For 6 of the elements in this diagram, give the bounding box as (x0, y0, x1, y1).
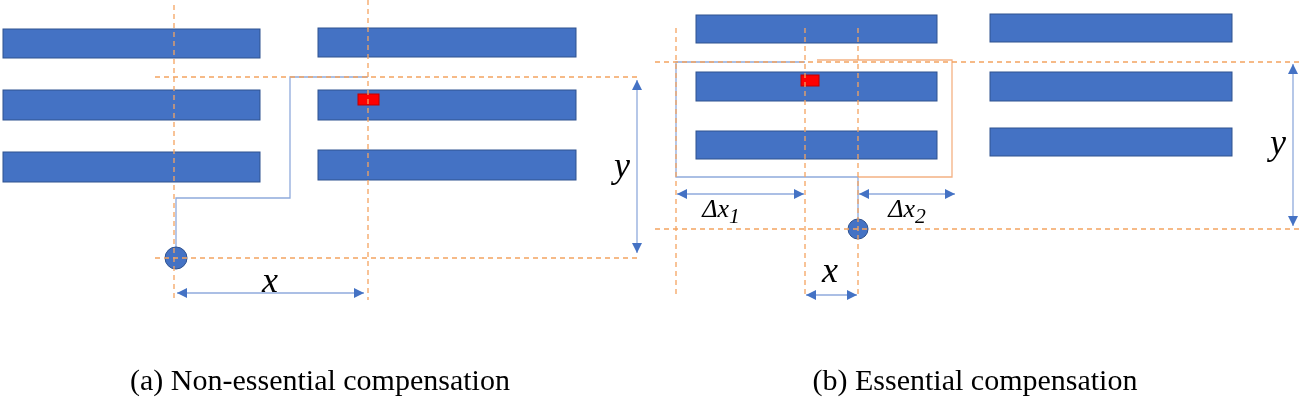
dimension-label: Δx$_{2}$ (888, 196, 926, 228)
dimension-label: x (822, 252, 838, 288)
dimension-label: x (262, 262, 278, 298)
dimension-label: Δx$_{1}$ (702, 196, 740, 228)
caption: (b) Essential compensation (812, 365, 1138, 395)
caption: (a) Non-essential compensation (130, 365, 510, 395)
